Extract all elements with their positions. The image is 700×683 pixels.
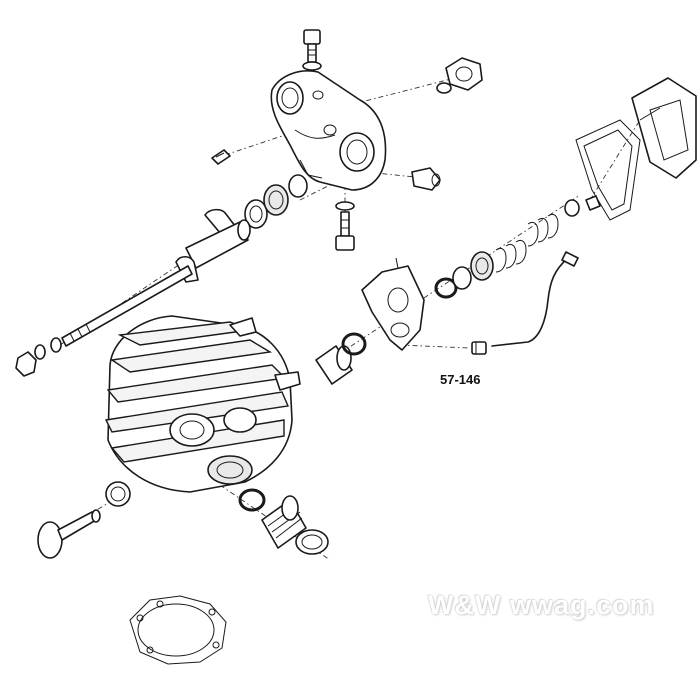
watermark-logo: W&W wwag.com [428, 590, 655, 620]
oil-nipple-left [211, 149, 231, 165]
oil-fitting-right [411, 167, 441, 191]
lower-bolt [335, 201, 355, 251]
cylinder-head [104, 315, 301, 493]
part-number-label: 57-146 [440, 372, 481, 387]
top-bolt [302, 29, 322, 71]
head-gasket [129, 595, 227, 665]
oil-line [491, 251, 579, 347]
cover-plate [361, 257, 425, 351]
bearing-stack [244, 174, 308, 229]
cap-nut [436, 57, 483, 94]
valve-spring-set [434, 195, 601, 299]
rocker-shaft [15, 265, 193, 377]
rocker-housing [270, 70, 387, 191]
valve-seat-ring [105, 481, 131, 507]
exhaust-sleeve [238, 488, 329, 555]
valve-guide [315, 332, 367, 385]
gear-cover [631, 77, 697, 179]
gear-cover-gasket [575, 119, 641, 221]
union-nut[interactable] [471, 341, 487, 355]
valve [37, 509, 101, 559]
